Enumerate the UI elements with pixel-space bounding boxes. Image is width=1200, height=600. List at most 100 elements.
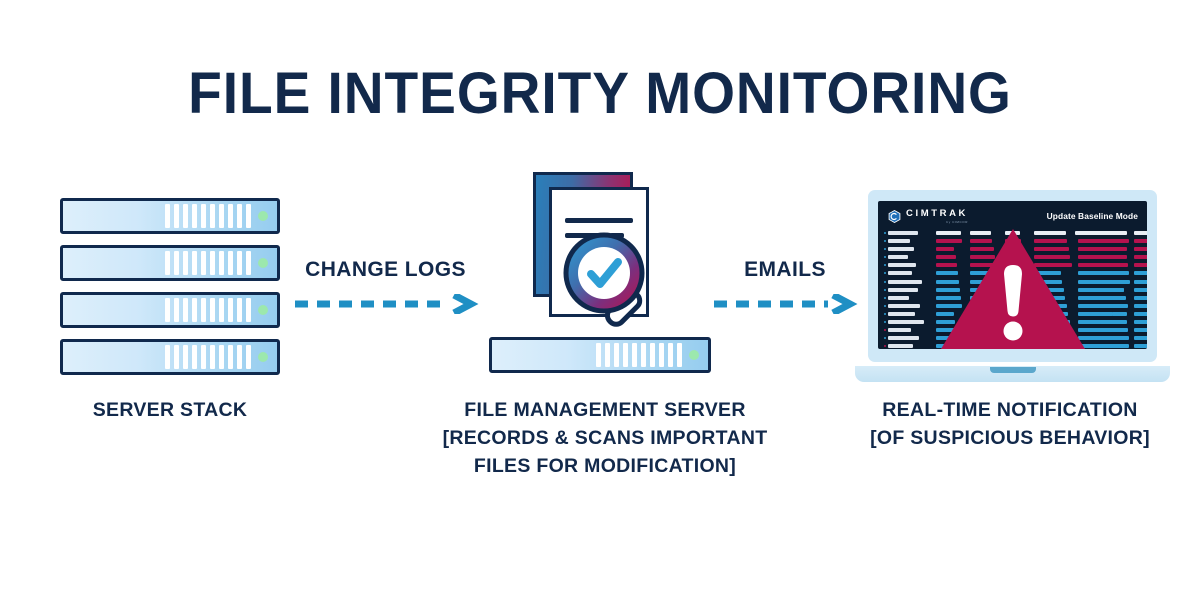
magnifying-glass-check-icon: [563, 232, 645, 327]
tree-bullet-icon: [884, 312, 886, 315]
screen-data-column: [1134, 231, 1147, 349]
screen-tree-item: [884, 295, 932, 300]
caption-line-normal: REAL-TIME: [882, 399, 997, 421]
server-vents-icon: [165, 345, 251, 369]
tree-item-bar: [888, 255, 908, 260]
vent-slot: [650, 343, 655, 367]
screen-tree-item: [884, 279, 932, 284]
screen-data-row: [1089, 255, 1101, 260]
tree-item-bar: [888, 303, 920, 308]
vent-slot: [668, 343, 673, 367]
screen-data-row: [1134, 344, 1147, 349]
vent-slot: [201, 251, 206, 275]
tree-item-bar: [888, 295, 909, 300]
screen-data-row: [1078, 239, 1129, 244]
screen-data-row: [970, 271, 997, 276]
screen-data-row: [1034, 239, 1067, 244]
screen-data-row: [1112, 247, 1127, 252]
screen-data-column: [1089, 231, 1103, 349]
server-unit: [60, 198, 280, 234]
vent-slot: [659, 343, 664, 367]
flow-emails: EMAILS: [705, 258, 865, 314]
vent-slot: [246, 298, 251, 322]
tree-bullet-icon: [884, 280, 886, 283]
screen-data-row: [936, 311, 954, 316]
screen-tree-item: [884, 255, 932, 260]
server-unit: [60, 245, 280, 281]
vent-slot: [228, 204, 233, 228]
vent-slot: [246, 204, 251, 228]
vent-slot: [219, 345, 224, 369]
screen-data-row: [936, 255, 956, 260]
caption-file-management-server: FILE MANAGEMENT SERVER [RECORDS & SCANS …: [370, 396, 840, 480]
tree-item-bar: [888, 231, 918, 235]
vent-slot: [237, 298, 242, 322]
screen-data-row: [1112, 231, 1125, 235]
server-status-led-icon: [258, 211, 268, 221]
server-unit: [60, 339, 280, 375]
tree-item-bar: [888, 239, 910, 244]
vent-slot: [165, 345, 170, 369]
vent-slot: [192, 345, 197, 369]
screen-data-row: [1089, 344, 1102, 349]
vent-slot: [632, 343, 637, 367]
caption-line: FILE MANAGEMENT SERVER: [370, 396, 840, 424]
screen-data-row: [936, 279, 959, 284]
screen-data-row: [1112, 287, 1124, 292]
screen-data-column: [1093, 231, 1107, 239]
vent-slot: [219, 298, 224, 322]
vent-slot: [183, 298, 188, 322]
screen-data-row: [1075, 231, 1087, 235]
screen-data-column: [936, 231, 962, 349]
vent-slot: [237, 251, 242, 275]
screen-data-row: [1134, 287, 1147, 292]
vent-slot: [165, 204, 170, 228]
screen-data-row: [1089, 271, 1102, 276]
screen-data-row: [1112, 271, 1129, 276]
vent-slot: [210, 298, 215, 322]
server-status-led-icon: [258, 258, 268, 268]
screen-data-row: [1112, 336, 1129, 341]
laptop-base: [855, 366, 1170, 382]
screen-data-row: [970, 239, 992, 244]
vent-slot: [641, 343, 646, 367]
screen-data-row: [970, 247, 994, 252]
tree-bullet-icon: [884, 272, 886, 275]
tree-bullet-icon: [884, 321, 886, 324]
screen-data-row: [1034, 247, 1069, 252]
file-scan-graphic: [527, 172, 677, 337]
tree-item-bar: [888, 328, 911, 333]
caption-line: [OF SUSPICIOUS BEHAVIOR]: [870, 427, 1150, 449]
vent-slot: [596, 343, 601, 367]
screen-data-row: [1089, 311, 1100, 316]
screen-data-row: [1112, 255, 1127, 260]
tree-bullet-icon: [884, 240, 886, 243]
screen-data-row: [1112, 344, 1129, 349]
screen-data-row: [970, 231, 991, 235]
screen-tree-item: [884, 271, 932, 276]
screen-data-row: [1112, 320, 1127, 325]
server-unit: [60, 292, 280, 328]
tree-item-bar: [888, 344, 913, 349]
file-management-server-unit: [489, 337, 711, 373]
laptop-graphic: CIMTRAK by CIMCOR Update Baseline Mode: [855, 190, 1170, 382]
vent-slot: [183, 345, 188, 369]
tree-bullet-icon: [884, 288, 886, 291]
laptop-screen: CIMTRAK by CIMCOR Update Baseline Mode: [878, 201, 1147, 349]
server-status-led-icon: [689, 350, 699, 360]
screen-data-row: [1134, 320, 1147, 325]
vent-slot: [237, 204, 242, 228]
tree-item-bar: [888, 247, 914, 252]
screen-data-row: [936, 231, 961, 235]
screen-data-row: [1089, 279, 1102, 284]
screen-data-row: [1112, 279, 1130, 284]
tree-item-bar: [888, 279, 922, 284]
screen-data-row: [1078, 295, 1126, 300]
screen-tree-item: [884, 328, 932, 333]
screen-tree-item: [884, 287, 932, 292]
vent-slot: [192, 204, 197, 228]
cimtrak-wordmark: CIMTRAK: [906, 208, 968, 219]
tree-bullet-icon: [884, 256, 886, 259]
screen-data-row: [1112, 263, 1128, 268]
